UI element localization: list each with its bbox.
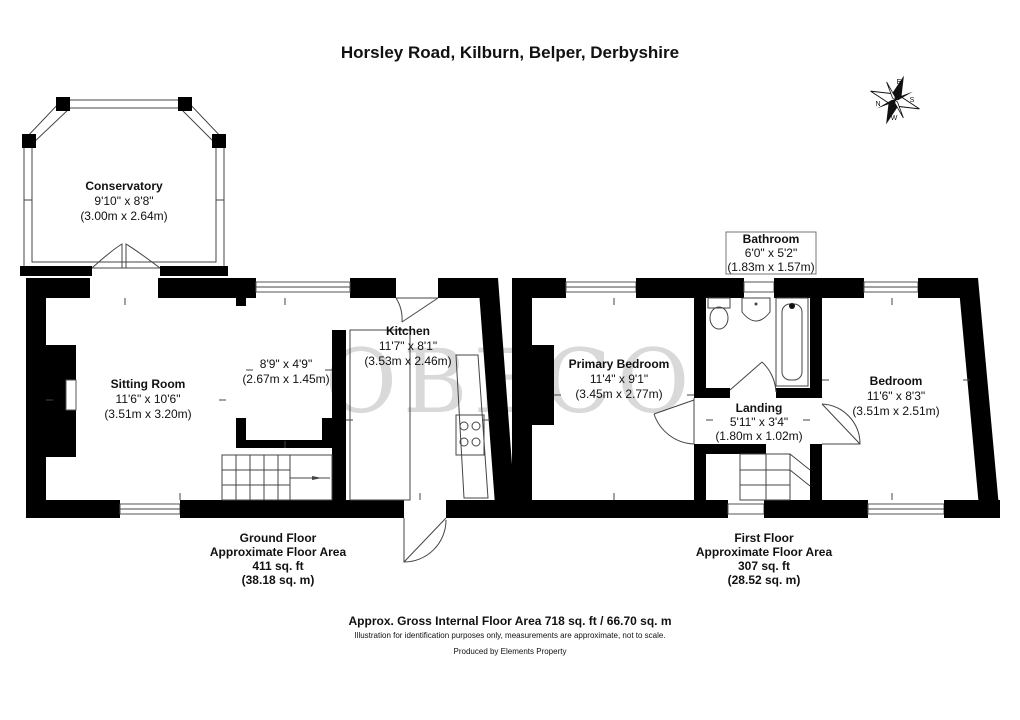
room-name-sitting-room: Sitting Room [111, 377, 186, 391]
room-dims-imperial-kitchen: 11'7" x 8'1" [379, 339, 437, 353]
ground-floor-walls [26, 278, 516, 563]
room-name-primary-bedroom: Primary Bedroom [569, 357, 670, 371]
room-dims-metric-kitchen: (3.53m x 2.46m) [364, 354, 451, 368]
room-dims-metric-conservatory: (3.00m x 2.64m) [80, 209, 167, 223]
conservatory-structure [20, 97, 228, 276]
first-floor-sqft: 307 sq. ft [738, 559, 790, 573]
gross-internal-area: Approx. Gross Internal Floor Area 718 sq… [349, 614, 672, 628]
ground-floor-sqft: 411 sq. ft [252, 559, 303, 573]
disclaimer-text: Illustration for identification purposes… [354, 631, 665, 640]
compass-w-label: W [891, 115, 898, 122]
room-name-conservatory: Conservatory [85, 179, 163, 193]
room-dims-metric-sitting-room: (3.51m x 3.20m) [104, 407, 191, 421]
room-dims-imperial-bathroom: 6'0" x 5'2" [745, 246, 797, 260]
kitchen-fittings [349, 329, 489, 501]
room-dims-imperial-kitchen-area: 8'9" x 4'9" [260, 357, 312, 371]
room-name-landing: Landing [736, 401, 783, 415]
room-dims-metric-bathroom: (1.83m x 1.57m) [727, 260, 814, 274]
room-dims-metric-kitchen-area: (2.67m x 1.45m) [242, 372, 329, 386]
room-dims-imperial-sitting-room: 11'6" x 10'6" [116, 392, 181, 406]
room-dims-imperial-conservatory: 9'10" x 8'8" [94, 194, 153, 208]
room-dims-metric-landing: (1.80m x 1.02m) [715, 429, 802, 443]
first-floor-walls [512, 278, 1000, 518]
room-dims-imperial-landing: 5'11" x 3'4" [730, 415, 788, 429]
ground-floor-label: Ground Floor [240, 531, 317, 545]
ground-floor-sqm: (38.18 sq. m) [242, 573, 315, 587]
producer-credit: Produced by Elements Property [454, 647, 567, 656]
room-dims-imperial-primary-bedroom: 11'4" x 9'1" [590, 372, 648, 386]
room-dims-metric-primary-bedroom: (3.45m x 2.77m) [575, 387, 662, 401]
bathroom-label-box [725, 231, 817, 275]
room-name-bathroom: Bathroom [743, 232, 800, 246]
first-floor-staircase [739, 453, 811, 501]
room-name-kitchen: Kitchen [386, 324, 430, 338]
compass-n-label: N [875, 101, 880, 108]
compass-s-label: S [910, 97, 915, 104]
room-dims-metric-bedroom: (3.51m x 2.51m) [852, 404, 939, 418]
plan-title: Horsley Road, Kilburn, Belper, Derbyshir… [341, 43, 679, 62]
first-floor-sqm: (28.52 sq. m) [728, 573, 801, 587]
room-name-bedroom: Bedroom [870, 374, 923, 388]
first-floor-area-label: Approximate Floor Area [696, 545, 833, 559]
room-dims-imperial-bedroom: 11'6" x 8'3" [867, 389, 925, 403]
ground-floor-staircase [221, 454, 333, 501]
first-floor-label: First Floor [734, 531, 794, 545]
first-floor-dimension-markers [554, 298, 970, 500]
compass-e-label: E [897, 79, 902, 86]
ground-floor-area-label: Approximate Floor Area [210, 545, 347, 559]
bathroom-fixtures [707, 297, 809, 387]
ground-floor-dimension-markers [46, 298, 490, 500]
compass-rose-icon [870, 75, 920, 125]
